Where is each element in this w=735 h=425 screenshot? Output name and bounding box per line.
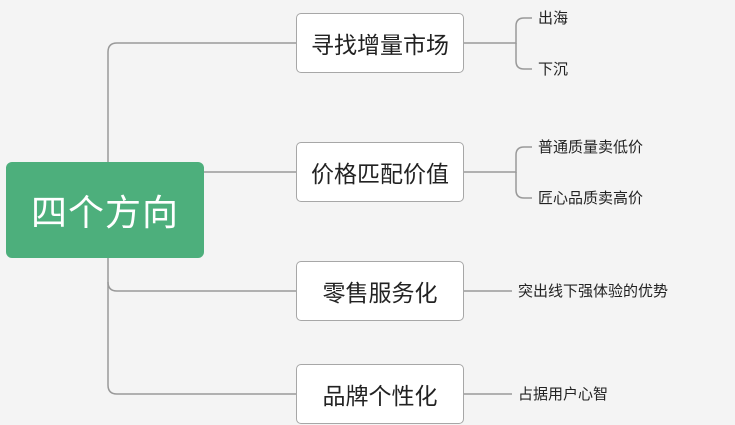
connector-leaf-2a xyxy=(464,146,532,173)
branch-node-label: 零售服务化 xyxy=(322,281,438,307)
root-node[interactable]: 四个方向 xyxy=(6,162,204,258)
connector-branch-3 xyxy=(107,281,296,292)
connector-trunk-lower xyxy=(107,172,296,395)
leaf-node-overseas[interactable]: 出海 xyxy=(538,9,569,27)
branch-node-pricing[interactable]: 价格匹配价值 xyxy=(296,142,464,202)
leaf-node-sinking-market[interactable]: 下沉 xyxy=(538,60,569,78)
branch-node-label: 寻找增量市场 xyxy=(311,33,449,59)
connector-leaf-2b xyxy=(515,172,532,199)
branch-node-market[interactable]: 寻找增量市场 xyxy=(296,13,464,73)
leaf-node-user-mindshare[interactable]: 占据用户心智 xyxy=(518,385,609,403)
root-node-label: 四个方向 xyxy=(30,193,179,234)
branch-node-retail-service[interactable]: 零售服务化 xyxy=(296,261,464,321)
leaf-node-high-price[interactable]: 匠心品质卖高价 xyxy=(538,189,644,207)
connector-trunk xyxy=(107,42,296,173)
leaf-node-low-price[interactable]: 普通质量卖低价 xyxy=(538,138,644,156)
branch-node-brand[interactable]: 品牌个性化 xyxy=(296,364,464,424)
branch-node-label: 价格匹配价值 xyxy=(311,162,449,188)
leaf-node-offline-experience[interactable]: 突出线下强体验的优势 xyxy=(518,282,669,300)
connector-leaf-1b xyxy=(515,43,532,70)
connector-leaf-1a xyxy=(464,17,532,44)
branch-node-label: 品牌个性化 xyxy=(322,384,438,410)
